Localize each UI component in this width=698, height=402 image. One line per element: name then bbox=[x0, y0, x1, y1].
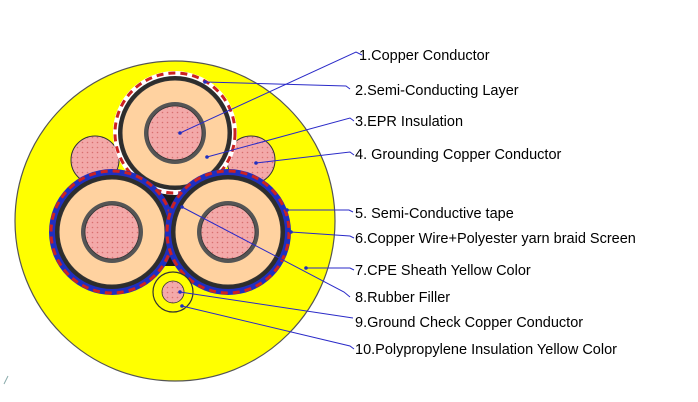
power-core-top bbox=[113, 71, 237, 195]
leader-line-1 bbox=[179, 51, 363, 134]
label-cpe-sheath: 7.CPE Sheath Yellow Color bbox=[355, 263, 531, 279]
leader-line-6 bbox=[290, 231, 355, 239]
label-epr-insulation: 3.EPR Insulation bbox=[355, 114, 463, 130]
label-rubber-filler: 8.Rubber Filler bbox=[355, 290, 450, 306]
label-polypropylene-insulation: 10.Polypropylene Insulation Yellow Color bbox=[355, 342, 617, 358]
label-semi-conducting-layer: 2.Semi-Conducting Layer bbox=[355, 83, 519, 99]
label-semi-conductive-tape: 5. Semi-Conductive tape bbox=[355, 206, 514, 222]
leader-line-7 bbox=[306, 267, 355, 271]
leader-line-10 bbox=[181, 305, 355, 350]
label-copper-conductor: 1.Copper Conductor bbox=[359, 48, 490, 64]
label-ground-check-conductor: 9.Ground Check Copper Conductor bbox=[355, 315, 583, 331]
leader-line-4 bbox=[255, 151, 355, 164]
leader-line-9 bbox=[179, 291, 354, 319]
leader-lines bbox=[179, 51, 363, 350]
label-copper-wire-braid-screen: 6.Copper Wire+Polyester yarn braid Scree… bbox=[355, 231, 636, 247]
leader-line-3 bbox=[206, 117, 355, 158]
leader-line-2 bbox=[204, 81, 351, 90]
power-core-right bbox=[165, 169, 291, 295]
leader-line-8 bbox=[181, 206, 351, 298]
leader-line-5 bbox=[287, 209, 354, 213]
ground-check-conductor bbox=[152, 271, 194, 313]
corner-mark bbox=[3, 375, 9, 385]
power-core-left bbox=[49, 169, 175, 295]
leader-points bbox=[178, 80, 308, 308]
label-grounding-copper-conductor: 4. Grounding Copper Conductor bbox=[355, 147, 562, 163]
